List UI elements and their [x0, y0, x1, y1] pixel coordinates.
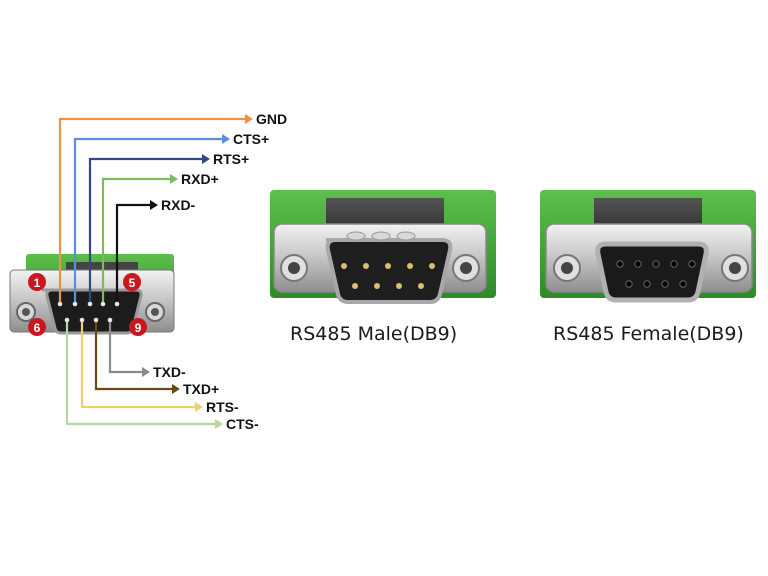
- wire-cts-plus: [73, 137, 222, 304]
- d-sub-shell: [42, 288, 143, 335]
- arrow-rxd-plus: [170, 174, 178, 184]
- arrow-rxd-minus: [150, 200, 158, 210]
- label-gnd: GND: [256, 111, 287, 127]
- wire-txd-plus: [94, 320, 172, 391]
- pin-marker-6: 6: [34, 321, 41, 335]
- male-pins: [341, 263, 435, 289]
- female-sockets: [616, 260, 696, 288]
- top-wires: [58, 117, 245, 304]
- pin-marker-5: 5: [129, 276, 136, 290]
- label-txd-minus: TXD-: [153, 364, 186, 380]
- wire-gnd: [58, 117, 245, 304]
- label-rxd-plus: RXD+: [181, 171, 219, 187]
- wire-rts-minus: [80, 320, 195, 409]
- arrow-rts-minus: [195, 402, 203, 412]
- wire-rts-plus: [88, 157, 202, 304]
- label-rts-plus: RTS+: [213, 151, 249, 167]
- female-connector-caption: RS485 Female(DB9): [553, 323, 744, 345]
- arrow-cts-minus: [215, 419, 223, 429]
- label-txd-plus: TXD+: [183, 381, 219, 397]
- pin-marker-9: 9: [135, 321, 142, 335]
- arrow-txd-minus: [142, 367, 150, 377]
- wire-txd-minus: [108, 320, 142, 374]
- wire-cts-minus: [65, 320, 215, 426]
- signal-labels: GND CTS+ RTS+ RXD+ RXD- TXD- TXD+ RTS- C…: [153, 111, 287, 432]
- bottom-wires: [65, 320, 215, 426]
- wire-rxd-minus: [115, 203, 150, 304]
- pin-markers: 1 5 6 9: [28, 273, 147, 336]
- arrow-cts-plus: [222, 134, 230, 144]
- label-rts-minus: RTS-: [206, 399, 239, 415]
- pin-marker-1: 1: [34, 276, 41, 290]
- pin-dots: [57, 301, 120, 323]
- wire-rxd-plus: [101, 177, 170, 304]
- arrow-rts-plus: [202, 154, 210, 164]
- label-cts-plus: CTS+: [233, 131, 269, 147]
- label-rxd-minus: RXD-: [161, 197, 196, 213]
- female-d-shell: [595, 241, 709, 303]
- male-db9-connector: [270, 190, 496, 304]
- bottom-arrows: [142, 367, 223, 429]
- female-db9-connector: [540, 190, 756, 303]
- top-arrows: [150, 114, 253, 210]
- male-connector-caption: RS485 Male(DB9): [290, 323, 458, 345]
- arrow-txd-plus: [172, 384, 180, 394]
- male-d-shell: [325, 238, 453, 304]
- arrow-gnd: [245, 114, 253, 124]
- label-cts-minus: CTS-: [226, 416, 259, 432]
